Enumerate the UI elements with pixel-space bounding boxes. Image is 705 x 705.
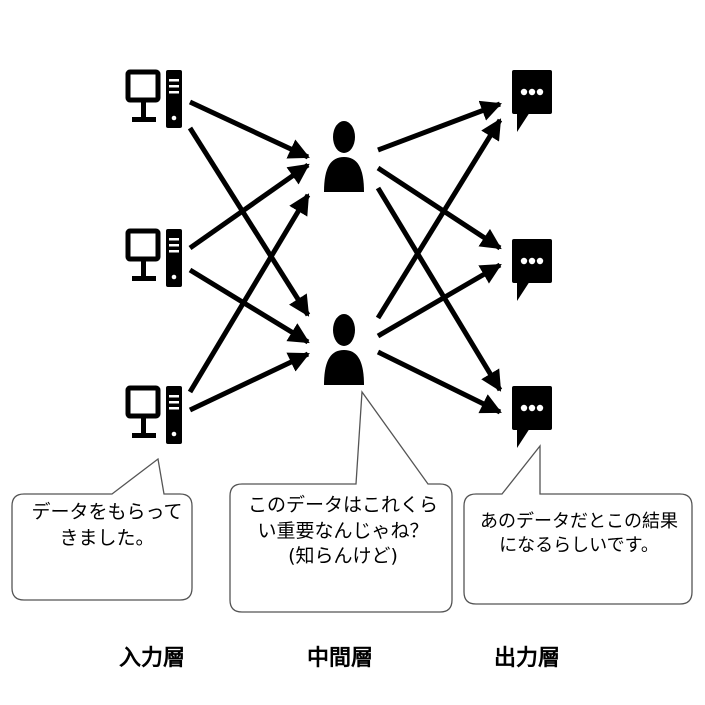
input-to-hidden-arrows [187,99,311,413]
computer-icon [125,69,182,128]
callout-bubble-output [463,444,693,605]
arrow-hidden2-output3 [376,349,502,415]
layer-label-input: 入力層 [118,646,185,671]
callout-bubble-hidden [229,390,453,613]
callout-bubble-input [11,457,193,601]
speech-bubble-icon [512,239,552,301]
arrow-input2-hidden1 [188,162,310,251]
arrow-input2-hidden2 [188,267,310,345]
speech-bubble-icon [512,386,552,448]
hidden-to-output-arrows [375,100,503,415]
person-icon [324,314,364,385]
arrow-input3-hidden2 [188,351,310,413]
arrow-hidden2-output1 [375,118,503,320]
person-icon [324,121,364,192]
arrow-input1-hidden2 [187,126,311,317]
arrow-input1-hidden1 [188,99,310,160]
layer-label-hidden: 中間層 [306,646,373,671]
computer-icon [125,385,182,444]
arrow-hidden1-output2 [376,165,502,251]
arrow-input3-hidden1 [187,193,311,394]
layer-label-output: 出力層 [493,646,560,671]
callout-text-input: データをもらって きました。 [31,501,183,549]
callout-text-output: あのデータだとこの結果 になるらしいです。 [480,511,678,557]
speech-bubble-icon [512,70,552,132]
computer-icon [125,228,182,287]
arrow-hidden1-output1 [377,100,502,153]
arrow-hidden2-output2 [376,262,502,339]
callout-text-hidden: このデータはこれくら い重要なんじゃね？ (知らんけど) [247,494,438,568]
arrow-hidden1-output3 [375,186,503,392]
